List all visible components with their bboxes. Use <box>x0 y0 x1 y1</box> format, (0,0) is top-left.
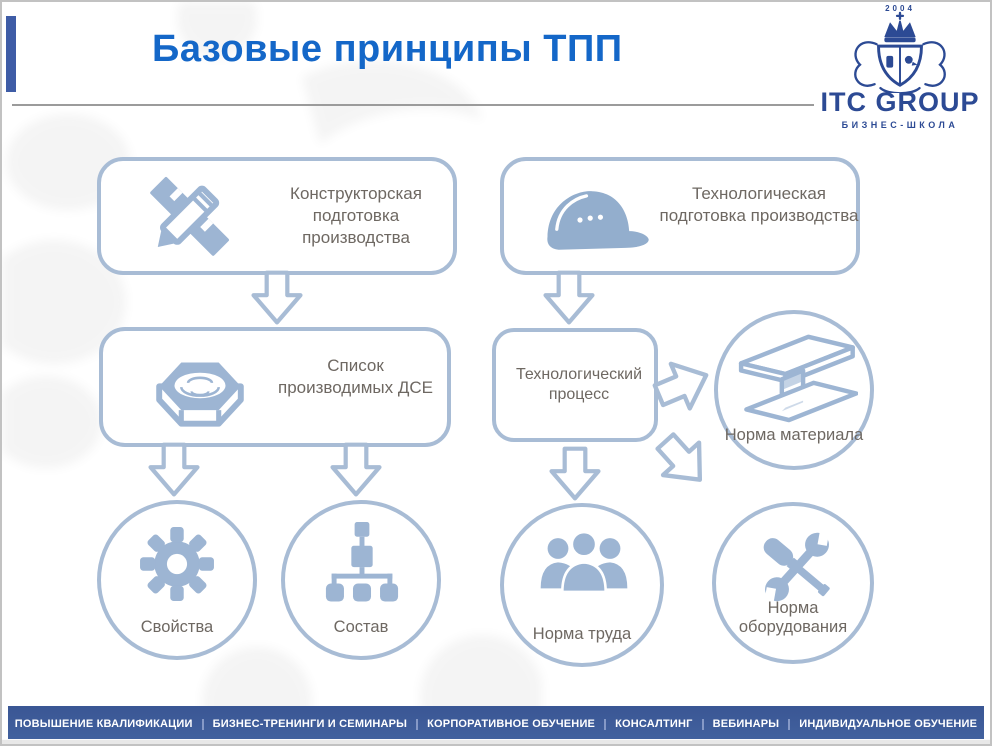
tools-icon <box>763 527 830 606</box>
footer-item-webinars: ВЕБИНАРЫ <box>704 718 791 730</box>
footer-item-consulting: КОНСАЛТИНГ <box>606 718 704 730</box>
circle-equipment-norm-label: Норма оборудования <box>738 599 848 636</box>
box-tech-prep-label: Технологическая подготовка производства <box>659 184 859 225</box>
circle-material-norm-label: Норма материала <box>724 425 864 444</box>
circle-composition: Состав <box>281 500 441 660</box>
arrow-down-list-to-properties <box>144 439 204 501</box>
box-tech-prep: Технологическая подготовка производства <box>500 157 860 275</box>
footer-item-corporate: КОРПОРАТИВНОЕ ОБУЧЕНИЕ <box>418 718 607 730</box>
circle-material-norm: Норма материала <box>714 310 874 470</box>
people-group-icon <box>540 530 628 594</box>
logo-year: 2004 <box>885 4 915 13</box>
circle-labor-norm-label: Норма труда <box>532 624 632 643</box>
hierarchy-icon <box>325 522 399 602</box>
arrow-down-prep-to-process <box>539 268 599 328</box>
nut-icon <box>156 362 244 427</box>
accent-bar <box>6 16 16 92</box>
box-design-prep: Конструкторская подготовка производства <box>97 157 457 275</box>
circle-composition-label: Состав <box>333 617 389 636</box>
gear-icon <box>140 527 214 601</box>
box-design-prep-label: Конструкторская подготовка производства <box>290 184 422 247</box>
arrow-down-design-to-list <box>247 268 307 328</box>
arrow-diagonal-process-to-equipment <box>639 417 727 505</box>
hard-hat-icon <box>547 191 649 250</box>
box-tech-process: Технологический процесс <box>492 328 658 442</box>
arrow-down-list-to-composition <box>326 439 386 501</box>
page-title: Базовые принципы ТПП <box>152 28 623 70</box>
footer-item-qualification: ПОВЫШЕНИЕ КВАЛИФИКАЦИИ <box>6 718 204 730</box>
bottom-edge-strip <box>2 739 990 744</box>
logo-tagline: БИЗНЕС-ШКОЛА <box>841 120 959 130</box>
footer-bar: ПОВЫШЕНИЕ КВАЛИФИКАЦИИ БИЗНЕС-ТРЕНИНГИ И… <box>8 706 984 742</box>
circle-properties: Свойства <box>97 500 257 660</box>
box-tech-process-label: Технологический процесс <box>515 366 643 404</box>
ruler-pencil-icon <box>150 177 229 256</box>
box-dse-list-label: Список производимых ДСЕ <box>277 356 433 397</box>
footer-item-individual: ИНДИВИДУАЛЬНОЕ ОБУЧЕНИЕ <box>799 717 978 730</box>
title-rule <box>12 104 814 106</box>
footer-item-trainings: БИЗНЕС-ТРЕНИНГИ И СЕМИНАРЫ <box>204 718 419 730</box>
arrow-right-process-to-material <box>642 344 723 425</box>
logo: 2004 ITC GROUP БИЗНЕС-ШКОЛА <box>816 4 984 130</box>
circle-equipment-norm: Норма оборудования <box>712 502 874 664</box>
box-dse-list: Список производимых ДСЕ <box>99 327 451 447</box>
logo-crest-icon <box>854 11 946 93</box>
steel-beam-icon <box>738 334 858 423</box>
circle-properties-label: Свойства <box>140 617 214 636</box>
arrow-down-process-to-labor <box>545 443 605 505</box>
logo-name: ITC GROUP <box>820 87 980 117</box>
circle-labor-norm: Норма труда <box>500 503 664 667</box>
